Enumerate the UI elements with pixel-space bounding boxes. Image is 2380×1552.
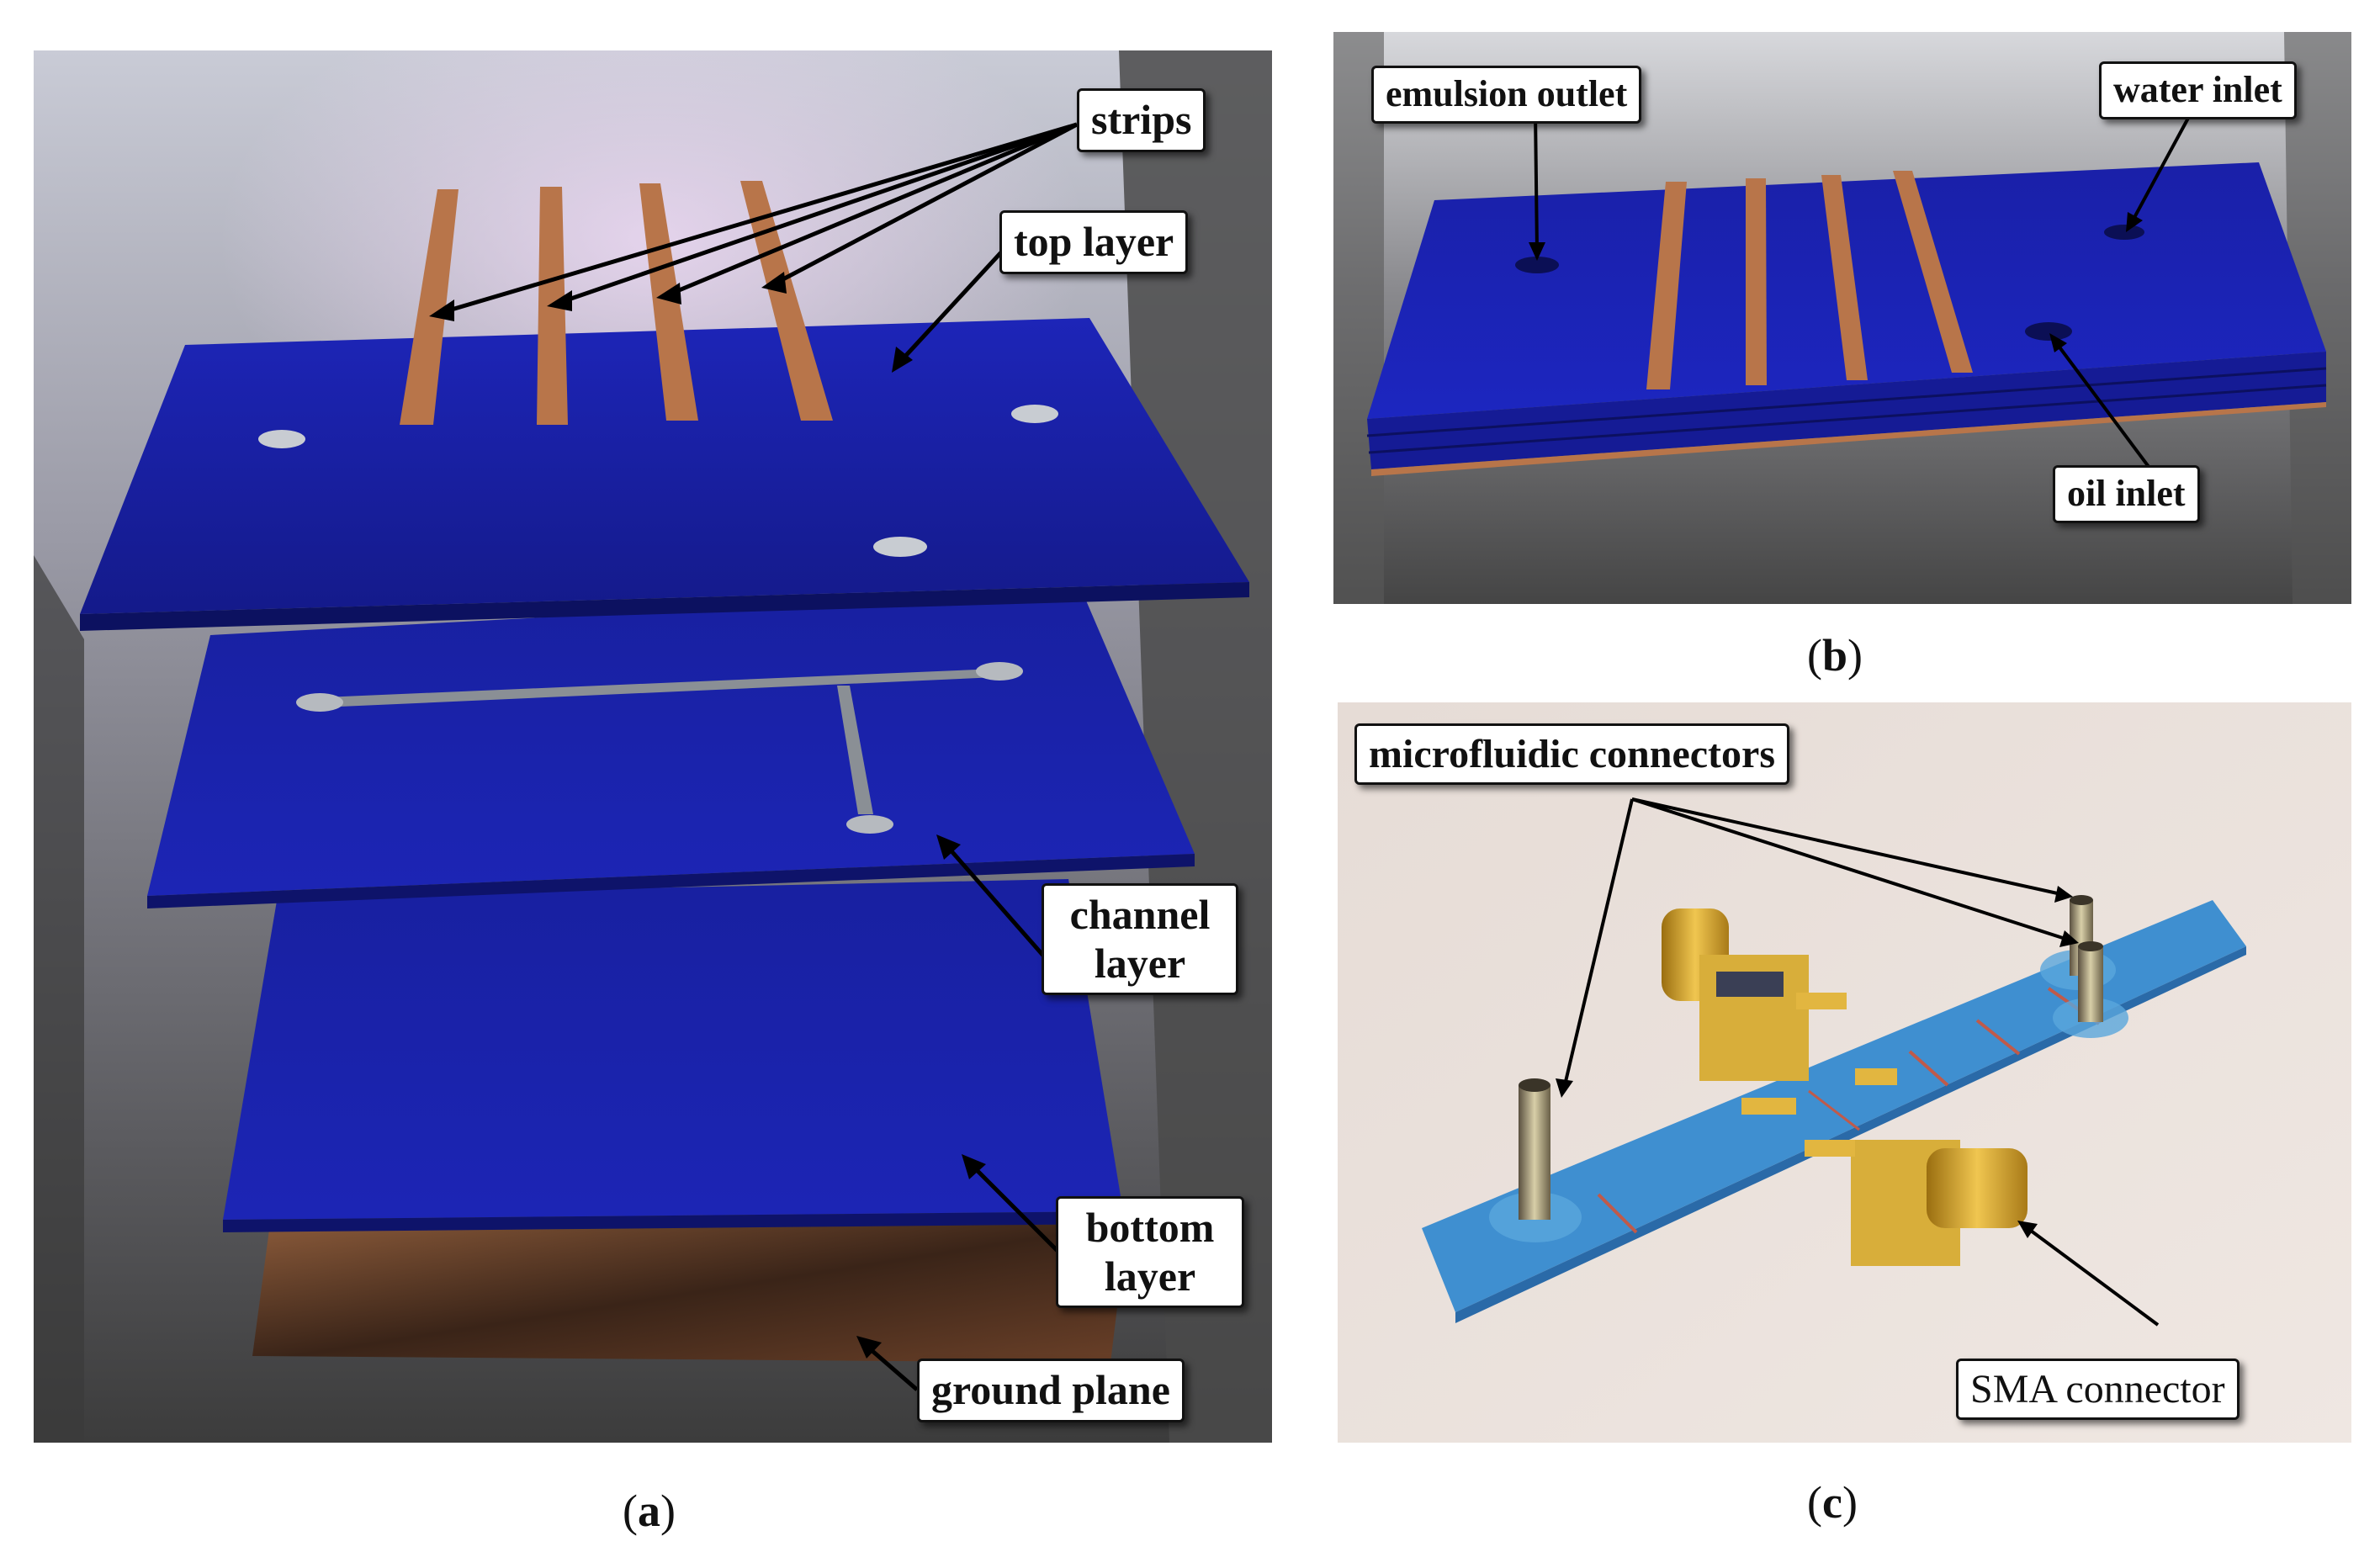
top-layer-hole xyxy=(258,430,305,448)
assembled-strip-1 xyxy=(1646,182,1687,389)
label-emulsion-outlet: emulsion outlet xyxy=(1371,66,1642,124)
panel-a-arrows xyxy=(429,122,1079,1391)
strip-3 xyxy=(639,183,698,421)
caption-a-letter: a xyxy=(637,1486,660,1536)
label-sma-connector: SMA connector xyxy=(1956,1359,2240,1421)
microfluidic-connector-left xyxy=(1519,1085,1550,1220)
label-oil-inlet: oil inlet xyxy=(2053,465,2200,523)
panel-c-arrows xyxy=(1556,797,2160,1327)
panel-c-illustration xyxy=(1338,702,2351,1443)
water-inlet-hole xyxy=(2104,225,2144,240)
top-layer-hole xyxy=(873,537,927,557)
strip-1 xyxy=(400,189,459,425)
label-water-inlet: water inlet xyxy=(2099,61,2297,119)
caption-c-letter: c xyxy=(1821,1477,1842,1528)
right-wall xyxy=(1119,50,1272,1443)
label-bottom-layer: bottom layer xyxy=(1056,1196,1244,1308)
top-layer-shape xyxy=(80,318,1249,614)
assembled-strip-2 xyxy=(1746,178,1767,385)
outlet-hole xyxy=(1515,257,1559,273)
sma-connector-lower xyxy=(1851,1140,2028,1266)
label-ground-plane: ground plane xyxy=(917,1359,1185,1422)
photo-substrate xyxy=(1422,900,2246,1312)
channel-main xyxy=(303,669,997,708)
strip-4 xyxy=(740,181,833,421)
channel-layer-shape xyxy=(147,589,1195,896)
bottom-layer-shape xyxy=(223,879,1123,1220)
label-channel-layer-line-1: channel xyxy=(1069,891,1211,938)
panel-c-photo: microfluidic connectors SMA connector xyxy=(1338,702,2351,1443)
caption-a: (a) xyxy=(623,1486,676,1536)
top-layer-hole xyxy=(1011,405,1058,423)
panel-a-illustration xyxy=(34,50,1272,1443)
left-wall xyxy=(34,555,84,1443)
panel-b-assembled-view: emulsion outlet water inlet oil inlet xyxy=(1333,32,2351,604)
channel-branch xyxy=(837,686,873,814)
assembled-strip-3 xyxy=(1821,175,1868,380)
caption-b: (b) xyxy=(1807,630,1863,681)
panel-a-exploded-view: strips top layer channel layer bottom la… xyxy=(34,50,1272,1443)
label-microfluidic-connectors: microfluidic connectors xyxy=(1354,723,1790,786)
microfluidic-connector-right-2 xyxy=(2078,946,2103,1022)
sma-connector-upper xyxy=(1662,908,1809,1081)
caption-b-letter: b xyxy=(1821,630,1848,681)
label-bottom-layer-line-2: layer xyxy=(1104,1252,1196,1300)
label-top-layer: top layer xyxy=(999,210,1189,274)
panel-b-illustration xyxy=(1333,32,2351,604)
label-strips: strips xyxy=(1077,88,1206,152)
ground-plane-shape xyxy=(252,1224,1127,1363)
label-channel-layer-line-2: layer xyxy=(1094,939,1186,987)
assembled-strip-4 xyxy=(1893,171,1973,373)
caption-c: (c) xyxy=(1807,1477,1858,1528)
oil-inlet-hole xyxy=(2025,322,2072,341)
label-bottom-layer-line-1: bottom xyxy=(1085,1204,1215,1251)
label-channel-layer: channel layer xyxy=(1042,883,1238,995)
